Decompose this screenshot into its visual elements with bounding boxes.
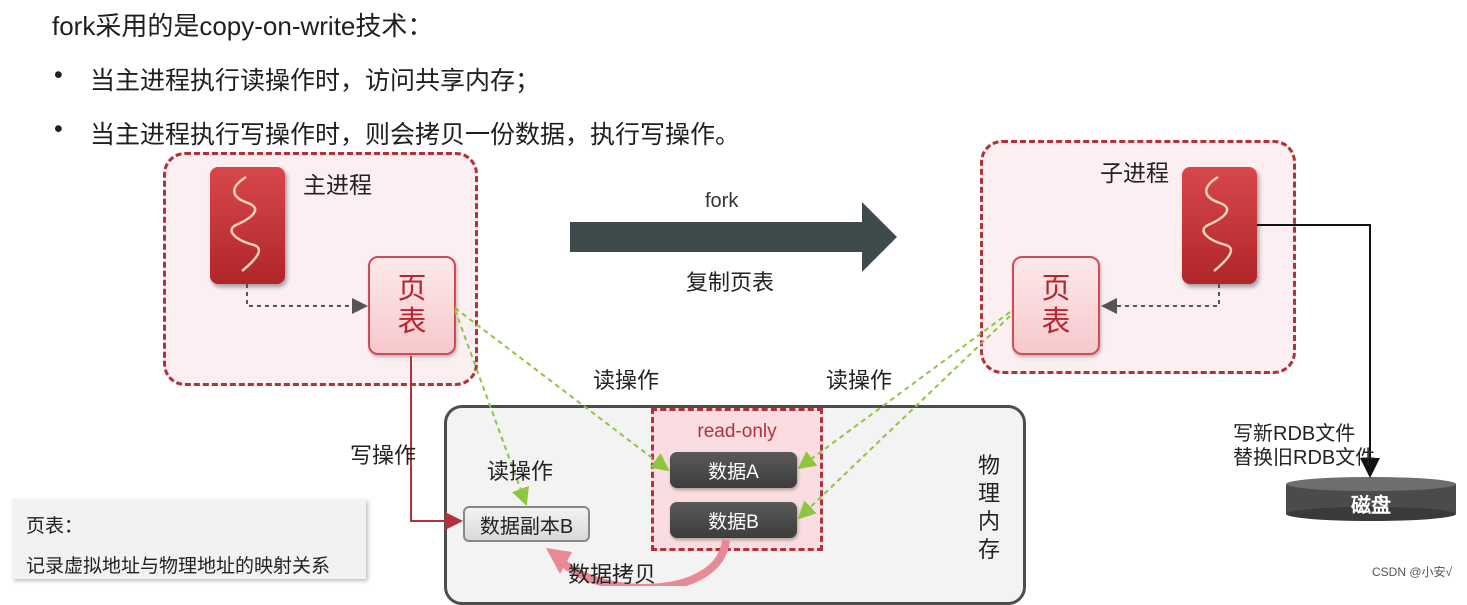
read-only-label: read-only — [697, 421, 777, 442]
rdb-line2: 替换旧RDB文件 — [1233, 447, 1376, 469]
child-page-table: 页 表 — [1012, 256, 1100, 355]
bullet-write: • 当主进程执行写操作时，则会拷贝一份数据，执行写操作。 — [54, 115, 741, 151]
disk-label: 磁盘 — [1351, 495, 1391, 517]
watermark: CSDN @小安√ — [1372, 565, 1453, 579]
memory-label-char: 物 — [977, 453, 1000, 478]
legend-title: 页表： — [26, 516, 84, 537]
bullet-write-text: 当主进程执行写操作时，则会拷贝一份数据，执行写操作。 — [90, 121, 741, 149]
main-page-table: 页 表 — [368, 256, 456, 355]
read-op-copy-label: 读操作 — [487, 459, 554, 484]
main-process-title: 主进程 — [303, 172, 372, 198]
data-a-block: 数据A — [670, 452, 797, 488]
legend-body: 记录虚拟地址与物理地址的映射关系 — [26, 556, 331, 577]
bullet-read: • 当主进程执行读操作时，访问共享内存； — [54, 61, 541, 97]
page-table-char: 表 — [1041, 305, 1071, 338]
intro-heading: fork采用的是copy-on-write技术： — [52, 11, 434, 41]
write-op-label: 写操作 — [350, 443, 417, 468]
data-copy-b-block: 数据副本B — [463, 506, 590, 542]
write-arrow — [410, 356, 463, 530]
memory-label-char: 存 — [977, 537, 1000, 562]
read-op-main-label: 读操作 — [593, 368, 660, 393]
page-table-char: 表 — [397, 305, 427, 338]
bullet-dot: • — [54, 115, 63, 143]
fork-label: fork — [705, 190, 739, 212]
fork-arrow — [570, 202, 897, 272]
legend-box: 页表： 记录虚拟地址与物理地址的映射关系 — [12, 499, 366, 579]
rdb-line1: 写新RDB文件 — [1233, 423, 1356, 445]
data-b-block: 数据B — [670, 502, 797, 538]
main-thread-to-pagetable — [246, 284, 368, 314]
bullet-read-text: 当主进程执行读操作时，访问共享内存； — [90, 67, 541, 95]
main-thread-icon — [210, 167, 285, 284]
memory-label-char: 理 — [977, 481, 1000, 506]
squiggle-icon — [1202, 175, 1233, 272]
main-read-to-copy — [454, 309, 529, 506]
child-thread-icon — [1182, 167, 1257, 284]
connector-layer — [246, 202, 1380, 586]
child-process-title: 子进程 — [1100, 160, 1169, 186]
page-table-char: 页 — [1041, 272, 1071, 305]
bullet-dot: • — [54, 61, 63, 89]
page-table-char: 页 — [397, 272, 427, 305]
child-to-disk — [1257, 224, 1380, 478]
data-copy-arrow — [557, 539, 730, 586]
read-op-child-label: 读操作 — [826, 368, 893, 393]
disk-icon — [1286, 477, 1456, 521]
data-copy-label: 数据拷贝 — [568, 562, 657, 587]
physical-memory-label: 物 理 内 存 — [974, 452, 1004, 564]
child-read-to-a — [797, 311, 1011, 470]
child-read-to-b — [797, 315, 1011, 520]
child-thread-to-pagetable — [1101, 284, 1220, 314]
memory-label-char: 内 — [977, 509, 1000, 534]
squiggle-icon — [230, 175, 261, 272]
copy-pagetable-label: 复制页表 — [686, 270, 775, 295]
